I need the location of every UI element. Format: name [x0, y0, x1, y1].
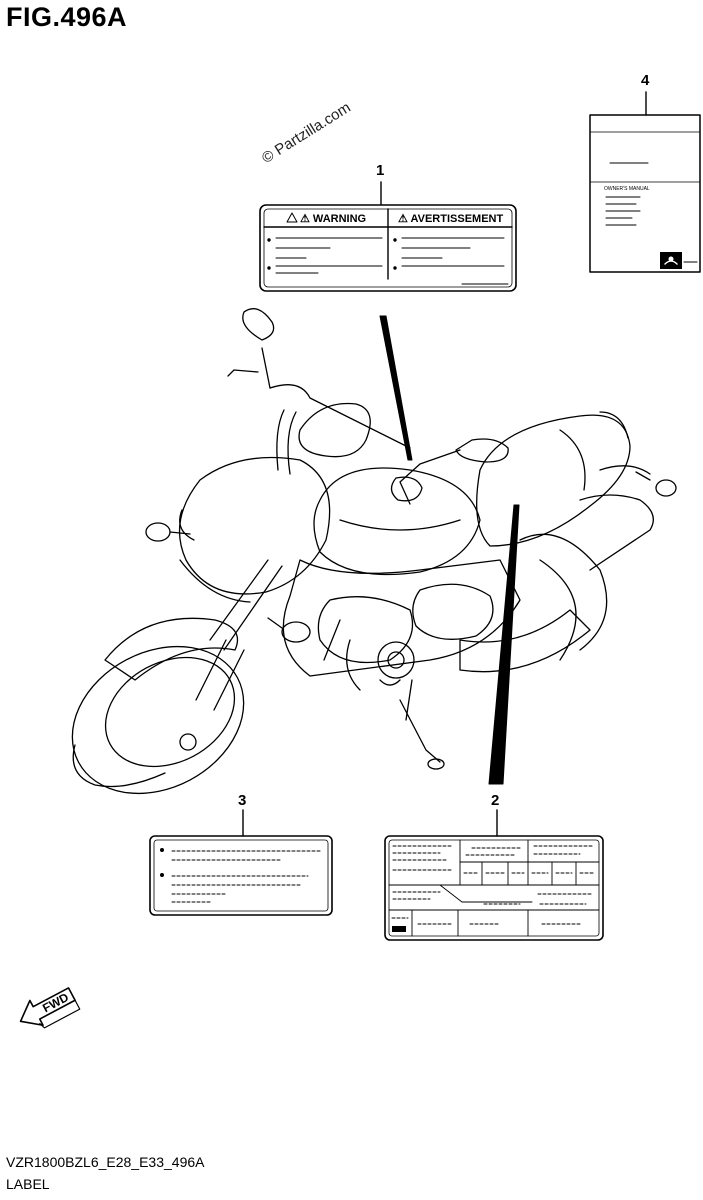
info-label[interactable]: [384, 809, 604, 941]
manual-heading: OWNER'S MANUAL: [604, 186, 650, 192]
callout-1: 1: [376, 162, 385, 179]
owners-manual[interactable]: OWNER'S MANUAL: [589, 91, 701, 273]
figure-title: FIG.496A: [6, 2, 128, 32]
footer-code: VZR1800BZL6_E28_E33_496A: [6, 1154, 205, 1170]
caution-label[interactable]: [149, 809, 333, 916]
fwd-text: FWD: [40, 990, 71, 1015]
callout-2: 2: [491, 792, 500, 809]
leader-line-2: [488, 504, 520, 785]
warning-label[interactable]: ⚠ WARNING ⚠ AVERTISSEMENT: [259, 181, 517, 292]
warning-label-left: ⚠ WARNING: [300, 213, 366, 225]
book-icon: [660, 252, 682, 269]
callout-4: 4: [641, 72, 650, 89]
footer-label: LABEL: [6, 1176, 50, 1192]
leader-line-1: [379, 315, 413, 461]
warning-triangle-icon: [286, 212, 298, 223]
fwd-arrow-icon: FWD: [19, 987, 81, 1029]
warning-label-right: ⚠ AVERTISSEMENT: [398, 213, 503, 225]
motorcycle-drawing: [71, 308, 677, 795]
callout-3: 3: [238, 792, 247, 809]
